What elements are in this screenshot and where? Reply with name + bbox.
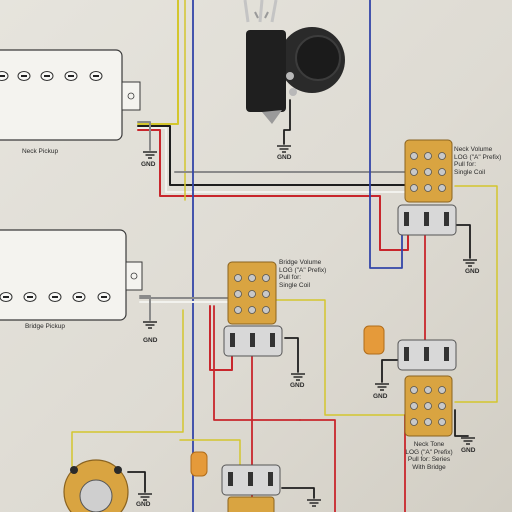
gnd-label: GND <box>277 154 292 161</box>
gnd-label: GND <box>290 382 305 389</box>
gnd-symbol-9 <box>307 499 321 507</box>
gnd-label: GND <box>461 447 476 454</box>
neck-tone-label: Neck Tone LOG ("A" Prefix) Pull for: Ser… <box>405 441 453 471</box>
gnd-label: GND <box>143 337 158 344</box>
wires <box>71 0 498 512</box>
gnd-label: GND <box>465 268 480 275</box>
capacitor-neck-tone <box>363 325 385 355</box>
gnd-label: GND <box>136 501 151 508</box>
gnd-symbol-2 <box>277 145 291 153</box>
neck-pickup-label: Neck Pickup <box>21 148 59 155</box>
bridge-volume-label: Bridge Volume LOG ("A" Prefix) Pull for:… <box>279 259 327 289</box>
switch-pot <box>63 459 129 512</box>
bridge-tone-pot <box>221 464 281 512</box>
bridge-pickup <box>0 229 143 321</box>
bridge-pickup-label: Bridge Pickup <box>24 323 66 330</box>
gnd-symbol-7 <box>461 437 475 445</box>
output-jack <box>243 0 345 124</box>
neck-tone-pot <box>397 339 457 437</box>
neck-pickup <box>0 49 141 141</box>
gnd-symbol-5 <box>291 373 305 381</box>
gnd-label: GND <box>373 393 388 400</box>
neck-volume-label: Neck Volume LOG ("A" Prefix) Pull for: S… <box>454 146 502 176</box>
gnd-symbol-8 <box>138 493 152 501</box>
capacitor-bridge-tone <box>190 451 208 477</box>
neck-volume-pot <box>397 139 457 236</box>
gnd-symbol-6 <box>375 383 389 391</box>
gnd-label: GND <box>141 161 156 168</box>
ground-symbols <box>138 145 477 507</box>
gnd-symbol-1 <box>143 151 157 159</box>
gnd-symbol-4 <box>143 321 157 329</box>
bridge-volume-pot <box>223 261 283 357</box>
gnd-symbol-3 <box>463 259 477 267</box>
